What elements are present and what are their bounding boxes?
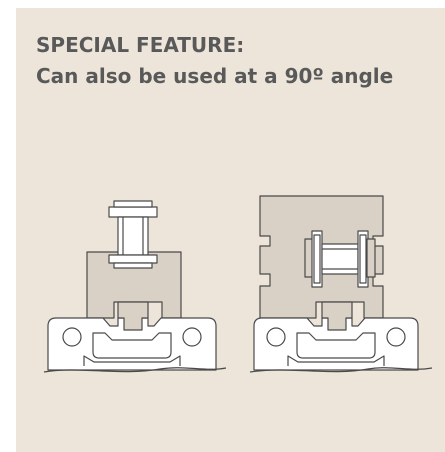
heading-line-1: SPECIAL FEATURE: — [36, 33, 245, 57]
left-rail-profile — [43, 301, 227, 373]
left-roller-unit — [108, 200, 158, 269]
heading-line-2: Can also be used at a 90º angle — [36, 64, 394, 88]
right-figure-rotated-90 — [249, 195, 433, 373]
right-roller-unit — [304, 230, 376, 288]
left-figure-upright — [43, 200, 227, 373]
right-rail-profile — [249, 301, 433, 373]
feature-heading: SPECIAL FEATURE: Can also be used at a 9… — [36, 30, 393, 92]
